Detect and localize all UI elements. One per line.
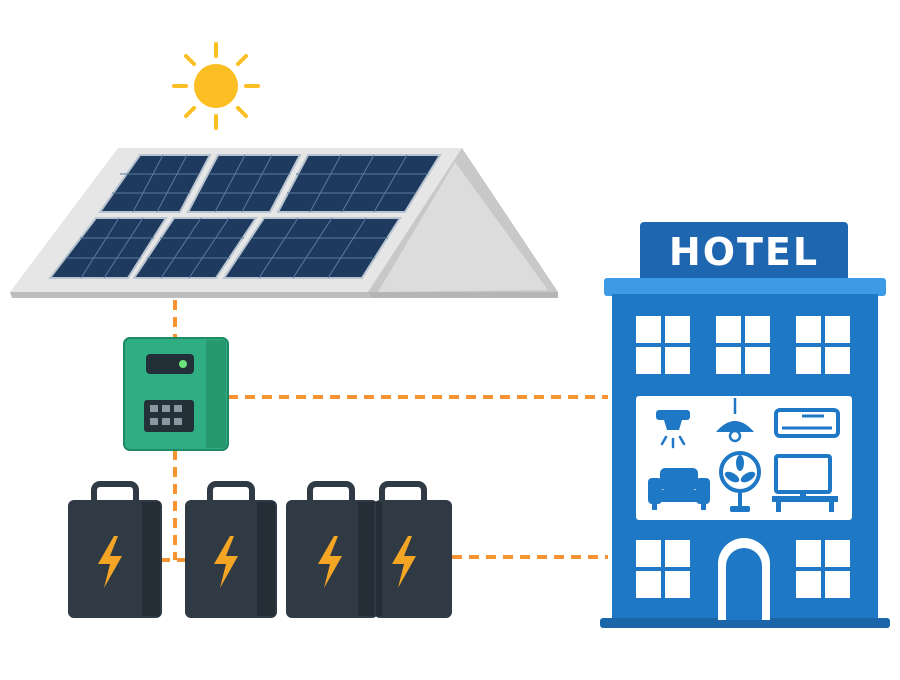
hotel-sign [640,222,848,282]
sun-icon [172,42,260,130]
battery-icon [286,481,378,618]
inverter-display [146,354,194,374]
television-icon [772,454,838,512]
battery-icon [374,481,452,618]
inverter-status-light [179,360,187,368]
inverter-keypad [144,400,194,432]
window [716,316,770,374]
window [636,540,690,598]
hotel-building-icon [600,222,890,628]
hotel-sign-text: HOTEL [668,230,820,274]
fan-icon [719,451,761,512]
ceiling-light-icon [656,410,690,449]
solar-panel [186,154,302,213]
lightning-bolt-icon [214,536,238,588]
battery-icon [185,481,277,618]
upper-windows [636,316,850,374]
lightning-bolt-icon [318,536,342,588]
lower-windows [636,540,850,598]
pendant-lamp-icon [716,398,754,443]
lightning-bolt-icon [98,536,122,588]
hotel-door [718,538,770,620]
window [636,316,690,374]
connector-lines [160,300,608,562]
sofa-icon [648,468,710,510]
lightning-bolt-icon [392,536,416,588]
battery-bank [68,481,452,618]
air-conditioner-icon [774,408,840,438]
inverter-icon [123,337,229,451]
solar-panel-icon [47,154,442,279]
battery-icon [68,481,162,618]
window [796,316,850,374]
window [796,540,850,598]
